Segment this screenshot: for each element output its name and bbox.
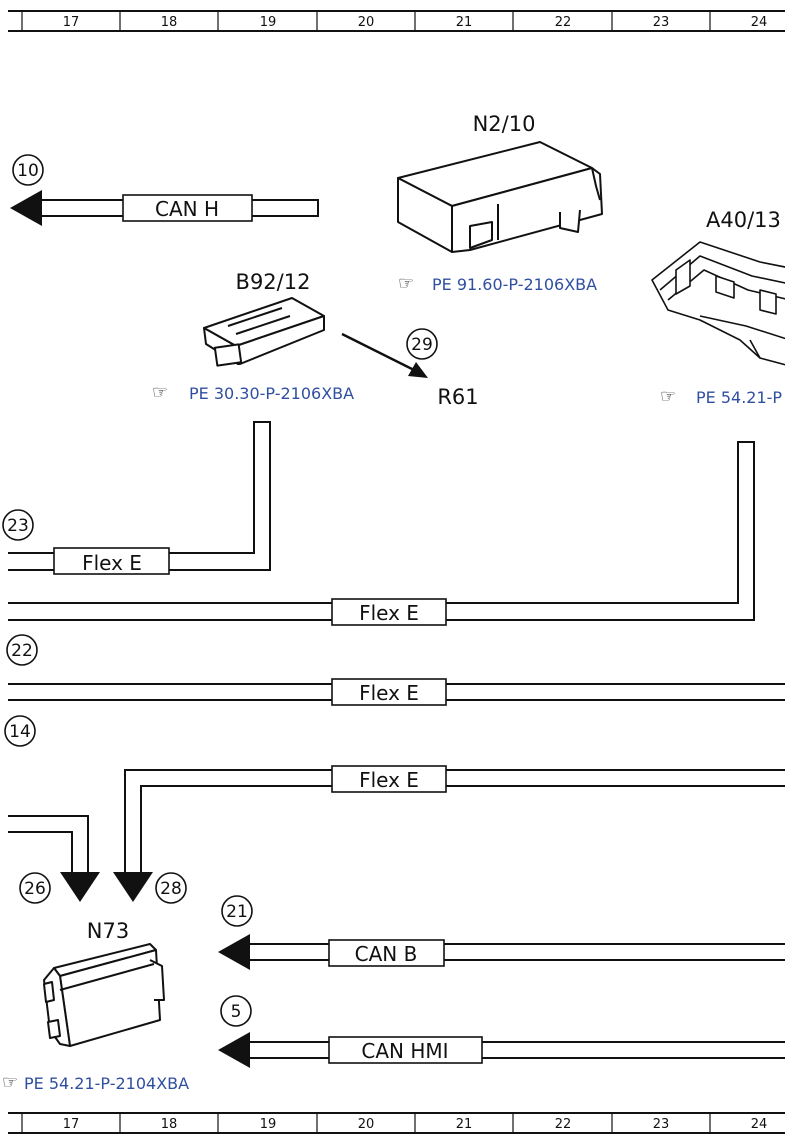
column-number: 22 [555, 15, 572, 30]
cable-label-box [331, 678, 447, 706]
connector-marker [12, 154, 44, 186]
connector-number: 5 [231, 1002, 242, 1022]
arrow-icon [408, 362, 428, 378]
display-unit-icon [651, 241, 785, 366]
connector-number: 28 [160, 879, 182, 899]
column-number: 23 [653, 15, 670, 30]
control-module-icon [43, 943, 165, 1047]
can-h-cable: 10 CAN H [10, 154, 319, 226]
component-label: N2/10 [473, 112, 536, 136]
pointing-hand-icon: ☞ [152, 382, 168, 403]
pointing-hand-icon: ☞ [660, 386, 676, 407]
connector-number: 21 [226, 902, 248, 922]
reference-link[interactable]: PE 54.21-P [696, 388, 782, 407]
cable-label: CAN H [155, 197, 219, 221]
reference-link[interactable]: PE 54.21-P-2104XBA [24, 1074, 189, 1093]
flex-e-cable-a40: Flex E [8, 441, 755, 626]
wire-28-arrow: 28 [113, 872, 187, 904]
connector-number: 26 [24, 879, 46, 899]
cable-label: CAN HMI [361, 1039, 448, 1063]
control-unit-icon [397, 141, 603, 253]
cable-label: Flex E [359, 768, 419, 792]
sensor-icon [203, 297, 325, 367]
column-number: 20 [358, 1117, 375, 1132]
flex-e-cable-22: 22 Flex E [6, 634, 785, 706]
connector-number: 29 [411, 335, 433, 355]
connector-number: 22 [11, 641, 33, 661]
arrow-down-icon [60, 872, 100, 902]
pointing-hand-icon: ☞ [398, 273, 414, 294]
component-label: R61 [437, 385, 478, 409]
reference-link[interactable]: PE 30.30-P-2106XBA [189, 384, 354, 403]
connector-number: 23 [7, 516, 29, 536]
column-number: 18 [161, 1117, 178, 1132]
column-number: 17 [63, 1117, 80, 1132]
pointing-hand-icon: ☞ [2, 1072, 18, 1093]
connector-marker [406, 328, 438, 360]
arrow-left-icon [218, 934, 250, 970]
cable-label-box [53, 547, 170, 575]
cable-label: Flex E [359, 681, 419, 705]
reference-link[interactable]: PE 91.60-P-2106XBA [432, 275, 597, 294]
bottom-column-ruler: 17 18 19 20 21 22 23 24 [8, 1112, 785, 1134]
column-number: 20 [358, 15, 375, 30]
column-number: 22 [555, 1117, 572, 1132]
cable-label: CAN B [355, 942, 418, 966]
column-number: 21 [456, 15, 473, 30]
column-number: 24 [751, 15, 768, 30]
flex-e-cable-14: 14 Flex E [4, 715, 785, 874]
cable-label-box [328, 1036, 483, 1064]
column-number: 24 [751, 1117, 768, 1132]
cable-label-box [328, 939, 445, 967]
connector-marker [19, 872, 51, 904]
connector-marker [155, 872, 187, 904]
arrow-down-icon [113, 872, 153, 902]
connector-marker [6, 634, 38, 666]
top-column-ruler: 17 18 19 20 21 22 23 24 [8, 10, 785, 32]
connector-marker [2, 509, 34, 541]
arrow-left-icon [10, 190, 42, 226]
column-number: 19 [260, 1117, 277, 1132]
flex-e-cable-23: 23 Flex E [2, 421, 271, 575]
column-number: 19 [260, 15, 277, 30]
cable-label-box [331, 765, 447, 793]
r61-pointer: 29 R61 [341, 328, 479, 409]
connector-marker [221, 895, 253, 927]
cable-label: Flex E [359, 601, 419, 625]
column-number: 18 [161, 15, 178, 30]
component-label: B92/12 [236, 270, 311, 294]
component-n2-10: N2/10 ☞ PE 91.60-P-2106XBA [397, 112, 603, 294]
connector-marker [4, 715, 36, 747]
cable-label: Flex E [82, 551, 142, 575]
column-number: 17 [63, 15, 80, 30]
wire-26: 26 [8, 815, 100, 904]
can-hmi-cable: 5 CAN HMI [218, 995, 785, 1068]
connector-marker [220, 995, 252, 1027]
column-number: 21 [456, 1117, 473, 1132]
connector-number: 14 [9, 722, 31, 742]
connector-number: 10 [17, 161, 39, 181]
arrow-left-icon [218, 1032, 250, 1068]
column-number: 23 [653, 1117, 670, 1132]
component-label: N73 [87, 919, 129, 943]
cable-label-box [122, 194, 253, 222]
cable-label-box [331, 598, 447, 626]
component-b92-12: B92/12 ☞ PE 30.30-P-2106XBA [152, 270, 354, 403]
can-b-cable: 21 CAN B [218, 895, 785, 970]
component-label: A40/13 [706, 208, 781, 232]
component-n73: N73 ☞ PE 54.21-P-2104XBA [2, 919, 189, 1093]
component-a40-13: A40/13 ☞ PE 54.21-P [651, 208, 785, 407]
